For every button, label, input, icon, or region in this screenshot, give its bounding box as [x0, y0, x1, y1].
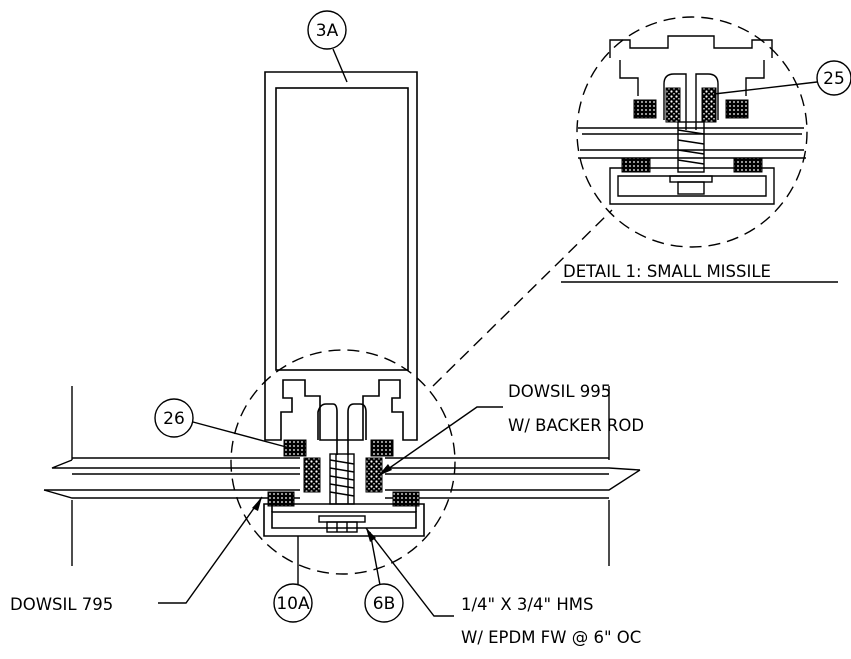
- wall-lines: [71, 386, 610, 566]
- callout-6b: 6B: [364, 531, 404, 623]
- callout-10a: 10A: [273, 536, 313, 623]
- callout-3a: 3A: [307, 10, 348, 83]
- mullion-3a: [264, 71, 418, 455]
- svg-text:26: 26: [163, 409, 185, 429]
- svg-text:3A: 3A: [316, 21, 339, 41]
- svg-text:DOWSIL 995: DOWSIL 995: [508, 382, 611, 401]
- svg-text:6B: 6B: [373, 594, 395, 614]
- screw-hms: [318, 453, 366, 533]
- callout-25: 25: [713, 60, 851, 96]
- svg-text:1/4" X 3/4" HMS: 1/4" X 3/4" HMS: [461, 595, 593, 614]
- pressure-plate-10a: [263, 503, 425, 537]
- callout-26: 26: [154, 398, 291, 449]
- svg-text:25: 25: [823, 69, 845, 89]
- glass-right: [385, 457, 641, 499]
- label-dowsil-995: DOWSIL 995 W/ BACKER ROD: [377, 382, 644, 477]
- svg-text:DOWSIL 795: DOWSIL 795: [10, 595, 113, 614]
- svg-text:DETAIL 1: SMALL MISSILE: DETAIL 1: SMALL MISSILE: [563, 262, 771, 281]
- label-hms: 1/4" X 3/4" HMS W/ EPDM FW @ 6" OC: [365, 527, 641, 647]
- detail-connector: [432, 209, 613, 387]
- label-dowsil-795: DOWSIL 795: [10, 496, 263, 614]
- label-detail-title: DETAIL 1: SMALL MISSILE: [561, 262, 838, 283]
- gaskets: [267, 439, 420, 507]
- glass-left: [43, 457, 300, 499]
- detail-1: [576, 16, 808, 248]
- svg-text:W/ BACKER ROD: W/ BACKER ROD: [508, 416, 644, 435]
- svg-text:W/ EPDM FW @ 6" OC: W/ EPDM FW @ 6" OC: [461, 628, 641, 647]
- svg-text:10A: 10A: [276, 594, 310, 614]
- detail-circle-main: [230, 349, 456, 575]
